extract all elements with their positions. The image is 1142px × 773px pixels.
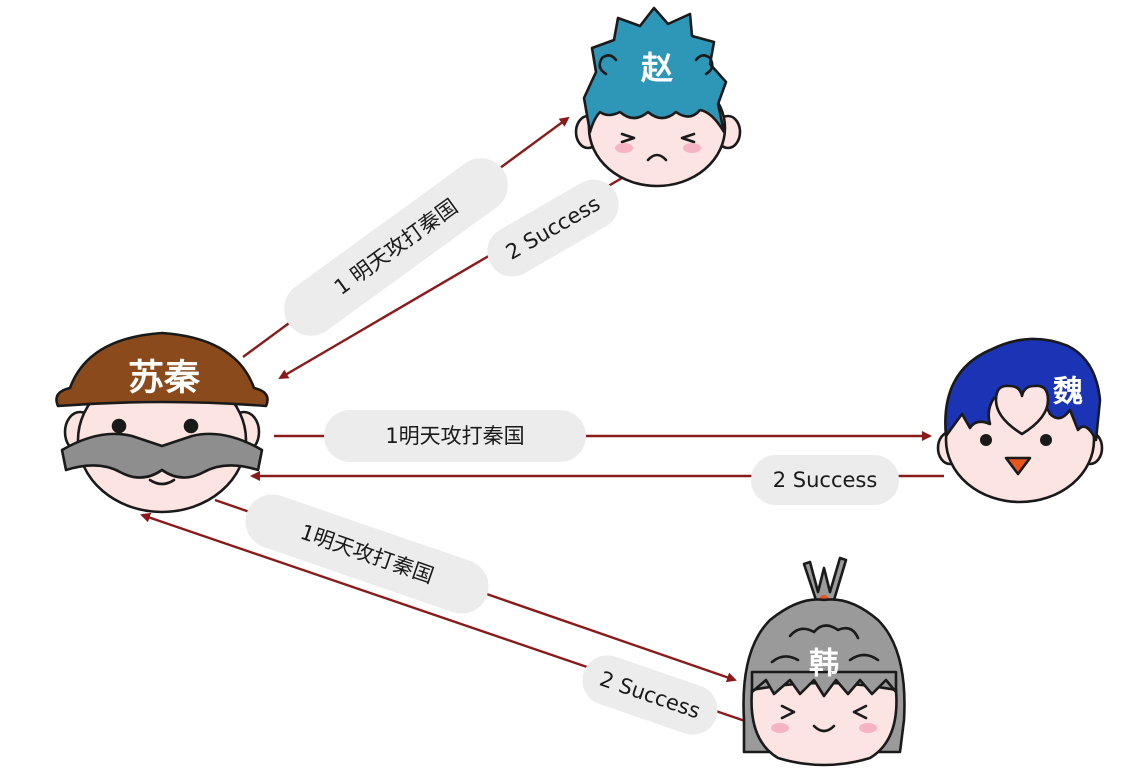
label-response-wei: 2 Success (773, 468, 878, 492)
hat-icon (55, 331, 269, 408)
zhao-hair-icon (582, 6, 728, 134)
han-avatar: 韩 (742, 556, 906, 767)
message-label-from-han: 2 Success (582, 655, 718, 735)
zhao-avatar: 赵 (574, 6, 742, 188)
suqin-avatar: 苏秦 (55, 331, 269, 514)
han-name: 韩 (809, 647, 839, 682)
zhao-name: 赵 (641, 49, 673, 87)
wei-avatar: 魏 (936, 337, 1104, 504)
topknot-icon (802, 556, 848, 602)
message-label-from-wei: 2 Success (751, 455, 899, 505)
message-label-to-han: 1明天攻打秦国 (245, 494, 489, 614)
wei-hair-icon (944, 337, 1102, 442)
message-label-to-wei: 1明天攻打秦国 (324, 410, 586, 462)
mustache-icon (60, 432, 264, 479)
wei-name: 魏 (1053, 375, 1083, 410)
suqin-name: 苏秦 (128, 358, 201, 399)
message-label-to-zhao: 1 明天攻打秦国 (284, 158, 508, 336)
label-request-wei: 1明天攻打秦国 (385, 424, 524, 448)
